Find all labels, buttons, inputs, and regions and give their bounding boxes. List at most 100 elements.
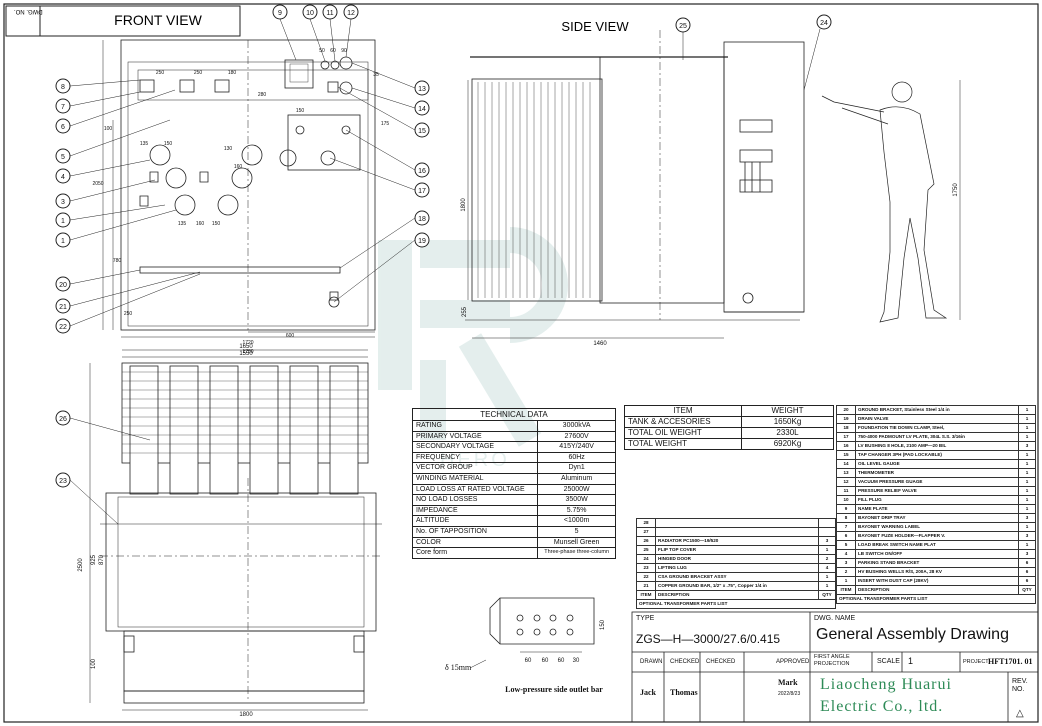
project-label: PROJECT bbox=[963, 659, 989, 665]
svg-text:13: 13 bbox=[418, 86, 426, 93]
svg-text:1800: 1800 bbox=[461, 198, 467, 212]
svg-text:1460: 1460 bbox=[593, 341, 607, 347]
balloon-6: 6 bbox=[55, 118, 71, 134]
drawn-label: DRAWN bbox=[640, 659, 663, 665]
svg-text:1550: 1550 bbox=[239, 351, 253, 357]
svg-text:60: 60 bbox=[525, 658, 532, 664]
svg-text:16: 16 bbox=[418, 168, 426, 175]
balloon-15: 15 bbox=[414, 122, 430, 138]
svg-text:925: 925 bbox=[91, 554, 97, 565]
svg-text:12: 12 bbox=[347, 10, 355, 17]
svg-text:30: 30 bbox=[573, 658, 580, 664]
balloon-20: 20 bbox=[55, 276, 71, 292]
parts-list-caption: OPTIONAL TRANSFORMER PARTS LIST bbox=[636, 599, 836, 609]
balloon-18: 18 bbox=[414, 210, 430, 226]
mark-date: 2022/8/23 bbox=[778, 691, 801, 697]
svg-text:255: 255 bbox=[462, 306, 468, 317]
project-value: HFT1701. 01 bbox=[988, 657, 1033, 666]
balloon-12: 12 bbox=[343, 4, 359, 20]
svg-text:17: 17 bbox=[418, 188, 426, 195]
scale-value: 1 bbox=[908, 656, 914, 666]
front-view-drawing bbox=[102, 39, 376, 338]
balloon-21: 21 bbox=[55, 298, 71, 314]
svg-text:1650: 1650 bbox=[239, 344, 253, 350]
company-line2: Electric Co., ltd. bbox=[820, 698, 944, 715]
svg-text:1780: 1780 bbox=[242, 349, 253, 355]
svg-text:50: 50 bbox=[319, 48, 325, 54]
svg-text:780: 780 bbox=[113, 258, 122, 264]
svg-text:3: 3 bbox=[61, 199, 65, 206]
plan-view-drawing bbox=[89, 349, 382, 711]
svg-text:1: 1 bbox=[61, 238, 65, 245]
svg-text:600: 600 bbox=[286, 333, 295, 339]
plan-balloons: 26 23 bbox=[55, 410, 71, 488]
side-view-title: SIDE VIEW bbox=[561, 19, 629, 34]
mark-label: Mark bbox=[778, 678, 798, 687]
svg-text:60: 60 bbox=[330, 48, 336, 54]
svg-text:14: 14 bbox=[418, 106, 426, 113]
svg-text:180: 180 bbox=[228, 70, 237, 76]
svg-text:150: 150 bbox=[600, 619, 606, 630]
balloon-17: 17 bbox=[414, 182, 430, 198]
svg-text:10: 10 bbox=[306, 10, 314, 17]
checked-label: CHECKED bbox=[670, 659, 700, 665]
svg-text:135: 135 bbox=[140, 141, 149, 147]
svg-text:2500: 2500 bbox=[78, 558, 84, 572]
svg-text:1800: 1800 bbox=[239, 712, 253, 718]
svg-text:26: 26 bbox=[59, 416, 67, 423]
balloon-24: 24 bbox=[816, 14, 832, 30]
front-balloons: 9 10 11 12 8 7 6 5 4 3 1 1 13 14 15 16 1… bbox=[55, 4, 430, 334]
svg-text:100: 100 bbox=[91, 658, 97, 669]
svg-text:9: 9 bbox=[278, 10, 282, 17]
svg-text:250: 250 bbox=[124, 311, 133, 317]
svg-text:60: 60 bbox=[558, 658, 565, 664]
table-row: 28 bbox=[636, 518, 836, 528]
front-view-title: FRONT VIEW bbox=[114, 12, 202, 28]
balloon-10: 10 bbox=[302, 4, 318, 20]
svg-text:150: 150 bbox=[164, 141, 173, 147]
balloon-1b: 1 bbox=[55, 232, 71, 248]
balloon-3: 3 bbox=[55, 193, 71, 209]
svg-text:5: 5 bbox=[61, 154, 65, 161]
svg-text:21: 21 bbox=[59, 304, 67, 311]
checked-by: Thomas bbox=[670, 688, 698, 697]
svg-text:160: 160 bbox=[196, 221, 205, 227]
parts-list-caption: OPTIONAL TRANSFORMER PARTS LIST bbox=[836, 594, 1036, 604]
table-row: ALTITUDE<1000m bbox=[411, 515, 616, 527]
dwg-name-label: DWG. NAME bbox=[814, 615, 856, 622]
rev-label: REV. NO. bbox=[1012, 678, 1028, 693]
balloon-26: 26 bbox=[55, 410, 71, 426]
balloon-13: 13 bbox=[414, 80, 430, 96]
side-balloons: 25 24 bbox=[675, 14, 832, 33]
table-row: 27 bbox=[636, 527, 836, 537]
balloon-22: 22 bbox=[55, 318, 71, 334]
svg-text:22: 22 bbox=[59, 324, 67, 331]
svg-text:250: 250 bbox=[156, 70, 165, 76]
front-leaders bbox=[69, 18, 416, 327]
balloon-11: 11 bbox=[322, 4, 338, 20]
svg-text:8: 8 bbox=[61, 84, 65, 91]
balloon-25: 25 bbox=[675, 17, 691, 33]
